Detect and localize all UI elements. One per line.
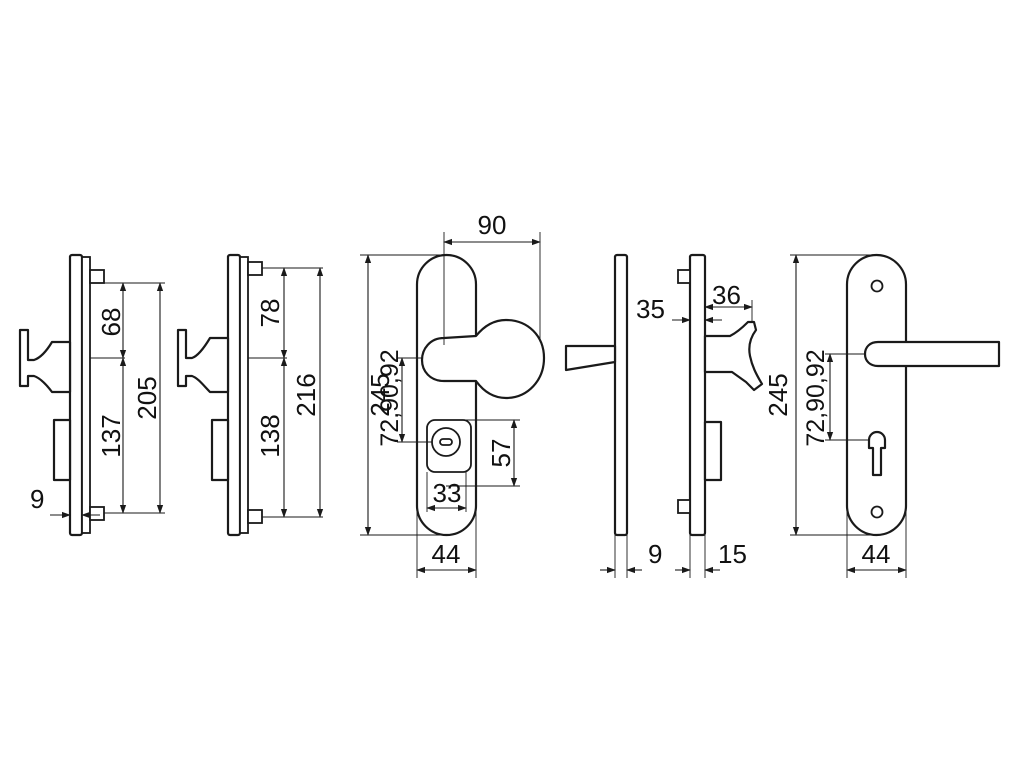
front-knob-projection-label: 90 <box>478 210 507 240</box>
front-knob-plate-width-label: 44 <box>432 539 461 569</box>
front-knob-view: 90 245 72,90,92 57 33 44 <box>360 210 546 578</box>
side-knob-grip <box>703 320 764 392</box>
front-lever-keyhole <box>867 430 887 477</box>
view-2-backplate <box>226 253 242 537</box>
front-lever-handle <box>863 340 1001 368</box>
view-1-total-height-label: 205 <box>132 376 162 419</box>
front-lever-bottom-screw-hole <box>870 505 884 519</box>
front-knob-grip <box>420 318 546 400</box>
front-knob-cylinder-distance-label: 57 <box>486 439 516 468</box>
view-1-bottom-screw <box>89 506 105 521</box>
view-1-cylinder-guard <box>52 418 72 482</box>
side-lever-view: 9 <box>564 253 662 578</box>
view-2-top-screw <box>247 261 263 276</box>
side-knob-cylinder-guard <box>703 420 723 482</box>
side-knob-plate <box>688 253 707 537</box>
view-1-upper-distance-label: 68 <box>96 308 126 337</box>
view-1-lower-distance-label: 137 <box>96 414 126 457</box>
side-knob-view: 35 36 15 <box>636 253 764 578</box>
front-knob-total-height-label: 245 <box>365 373 395 416</box>
front-knob-rosette-width-label: 33 <box>433 478 462 508</box>
side-knob-plate-thickness-label: 15 <box>718 539 747 569</box>
view-2-front-plate <box>239 256 249 534</box>
view-2-bottom-screw <box>247 509 263 524</box>
front-lever-plate-width-label: 44 <box>862 539 891 569</box>
view-2-total-height-label: 216 <box>291 373 321 416</box>
side-lever-plate-thickness-label: 9 <box>648 539 662 569</box>
side-knob-top-screw <box>677 269 691 284</box>
view-2-knob <box>176 328 230 394</box>
front-lever-plate <box>845 253 908 537</box>
view-2-lower-distance-label: 138 <box>255 414 285 457</box>
view-1-backplate <box>68 253 84 537</box>
view-1-knob <box>18 328 72 394</box>
front-knob-spindle-distance-label: 72,90,92 <box>376 349 404 446</box>
side-knob-depth-label: 36 <box>712 280 741 310</box>
view-1-top-screw <box>89 269 105 284</box>
view-1-plate-thickness-label: 9 <box>30 484 44 514</box>
view-2-upper-distance-label: 78 <box>255 299 285 328</box>
front-lever-top-screw-hole <box>870 279 884 293</box>
front-lever-view: 245 72,90,92 44 <box>763 253 1001 578</box>
side-knob-bottom-screw <box>677 499 691 514</box>
front-knob-key-slot <box>439 438 453 446</box>
view-1-front-plate <box>81 256 91 534</box>
view-2-side: 78 138 216 <box>176 253 324 537</box>
side-lever-plate <box>613 253 629 537</box>
view-1-side: 68 137 205 9 <box>18 253 165 537</box>
front-lever-spindle-distance-label: 72,90,92 <box>802 349 830 446</box>
side-knob-offset-label: 35 <box>636 294 665 324</box>
front-lever-total-height-label: 245 <box>763 373 793 416</box>
view-2-cylinder-guard <box>210 418 230 482</box>
side-lever-handle <box>564 344 617 372</box>
